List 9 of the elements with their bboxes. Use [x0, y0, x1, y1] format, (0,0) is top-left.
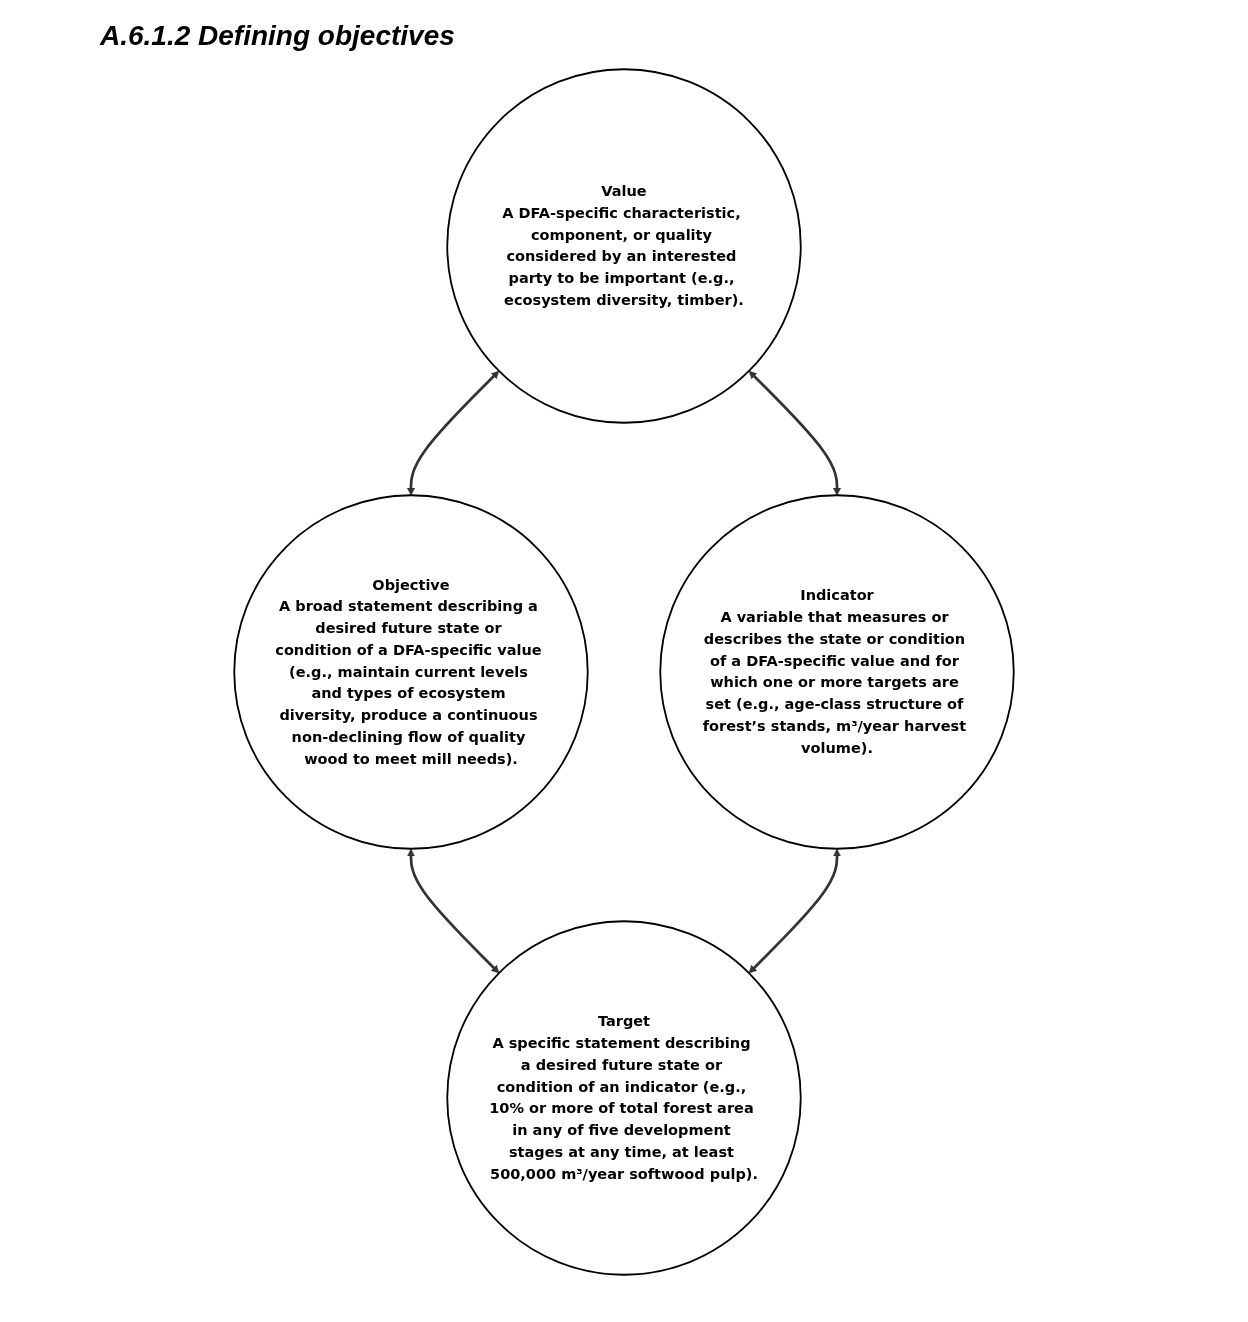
- node-circle: Value A DFA-specific characteristic, component, or quality considered by an interested party to be important (e.g., ecosystem diversity, timber).: [446, 68, 802, 424]
- arrow: [407, 848, 500, 974]
- node-circle: Indicator A variable that measures or describes the state or condition of a DFA-specific value and for which one or more targets are set (e.g., age-class structure of forest’s stands, m³/year harvest volume).: [659, 494, 1015, 850]
- node-circle: Objective A broad statement describing a desired future state or condition of a DFA-specific value (e.g., maintain current levels and types of ecosystem diversity, produce a continuous non-declining flow of quality wood to meet mill needs).: [233, 494, 589, 850]
- arrow: [748, 370, 841, 496]
- section-title: A.6.1.2 Defining objectives: [100, 20, 455, 52]
- arrow: [748, 848, 841, 974]
- node-circle: Target A specific statement describing a desired future state or condition of an indicator (e.g., 10% or more of total forest area in any of five development stages at any time, at least 500,000 m³/year softwood pulp).: [446, 920, 802, 1276]
- arrow: [407, 370, 500, 496]
